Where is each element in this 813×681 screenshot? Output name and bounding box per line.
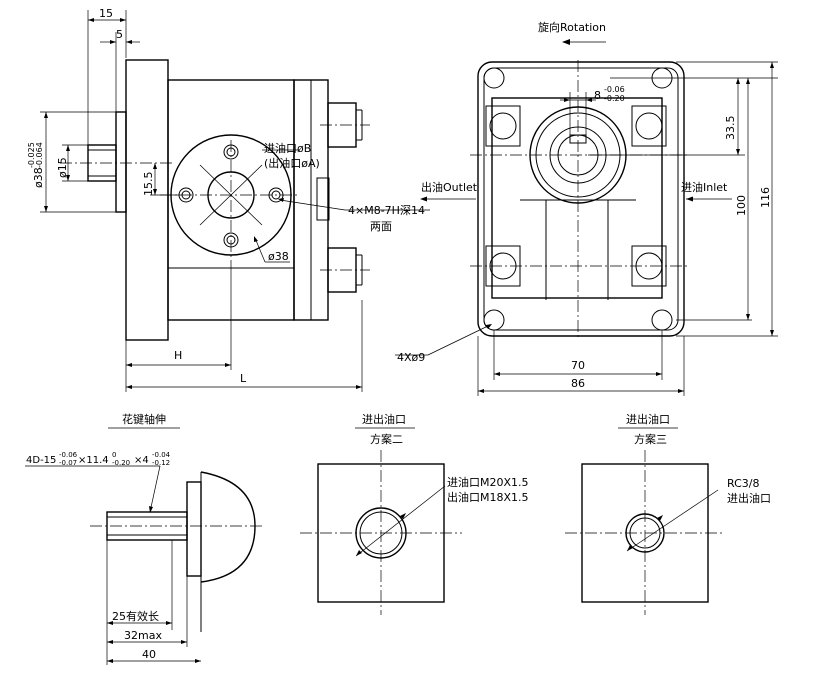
dim-shaft-tol-lower: -0.064 [35, 142, 44, 168]
scheme3-detail: 进出油口 方案三 RC3/8 进出油口 [565, 412, 771, 615]
spline-spec-t3-lower: -0.12 [152, 459, 170, 467]
holes-label: 4Xø9 [397, 351, 425, 364]
scheme3-port-label: 进出油口 [727, 491, 771, 505]
front-view: 15 5 ø38 -0.025 -0.064 ø15 15.5 进油口øB (出… [27, 7, 430, 392]
spline-spec-t1-upper: -0.06 [59, 451, 78, 459]
dim-pilot-dia-label: ø15 [56, 157, 69, 178]
scheme2-subtitle: 方案二 [370, 432, 403, 446]
scheme3-subtitle: 方案三 [634, 432, 667, 446]
scheme3-title: 进出油口 [626, 412, 670, 426]
scheme2-outlet-label: 出油口M18X1.5 [447, 490, 529, 504]
spline-spec-t2-lower: -0.20 [112, 459, 130, 467]
port-b-label: 进油口øB [264, 141, 311, 155]
rotation-label: 旋向Rotation [538, 20, 606, 34]
dim-5-label: 5 [116, 28, 123, 41]
dim-116-label: 116 [759, 187, 772, 208]
scheme3-thread-label: RC3/8 [727, 477, 759, 490]
scheme2-detail: 进出油口 方案二 进油口M20X1.5 出油口M18X1.5 [300, 412, 529, 615]
dim-l-label: L [240, 372, 247, 385]
spline-dim-32-label: 32max [124, 629, 162, 642]
dim-8-tol-lower: -0.20 [604, 94, 625, 103]
side-view: 旋向Rotation 8 -0.06 -0.20 出油Outlet 进油Inle… [395, 20, 778, 396]
spline-spec-t1-lower: -0.07 [59, 459, 77, 467]
inlet-label: 进油Inlet [681, 180, 728, 194]
spline-dim-25-label: 25有效长 [112, 609, 159, 623]
scheme2-title: 进出油口 [362, 412, 406, 426]
dim-8-tol-upper: -0.06 [604, 85, 625, 94]
spline-spec-t3-upper: -0.04 [152, 451, 171, 459]
spline-spec-end: ×4 [134, 455, 149, 466]
dim-shaft-dia-label: ø38 [32, 167, 45, 188]
dim-8-label: 8 [594, 89, 601, 102]
outlet-label: 出油Outlet [421, 180, 478, 194]
spline-spec-t2-upper: 0 [112, 451, 116, 459]
spline-dim-40-label: 40 [142, 648, 156, 661]
dim-70-label: 70 [571, 359, 585, 372]
spline-spec-main: 4D-15 [26, 455, 56, 466]
dim-86-label: 86 [571, 377, 585, 390]
thread-note-label: 4×M8-7H深14 [348, 204, 425, 217]
scheme2-inlet-label: 进油口M20X1.5 [447, 475, 529, 489]
dim-15-5-label: 15.5 [142, 172, 155, 197]
flange-dia-label: ø38 [268, 250, 289, 263]
spline-detail: 花键轴伸 4D-15 -0.06 -0.07 ×11.4 0 -0.20 ×4 … [25, 412, 262, 665]
dim-33-5-label: 33.5 [724, 116, 737, 141]
thread-sides-label: 两面 [370, 220, 392, 233]
port-a-label: (出油口øA) [264, 156, 320, 170]
dim-shaft-tol-upper: -0.025 [27, 142, 36, 168]
dim-h-label: H [174, 349, 182, 362]
dim-100-label: 100 [735, 195, 748, 216]
spline-title: 花键轴伸 [122, 412, 166, 426]
spline-spec-mid: ×11.4 [78, 455, 109, 466]
dim-15-label: 15 [99, 7, 113, 20]
